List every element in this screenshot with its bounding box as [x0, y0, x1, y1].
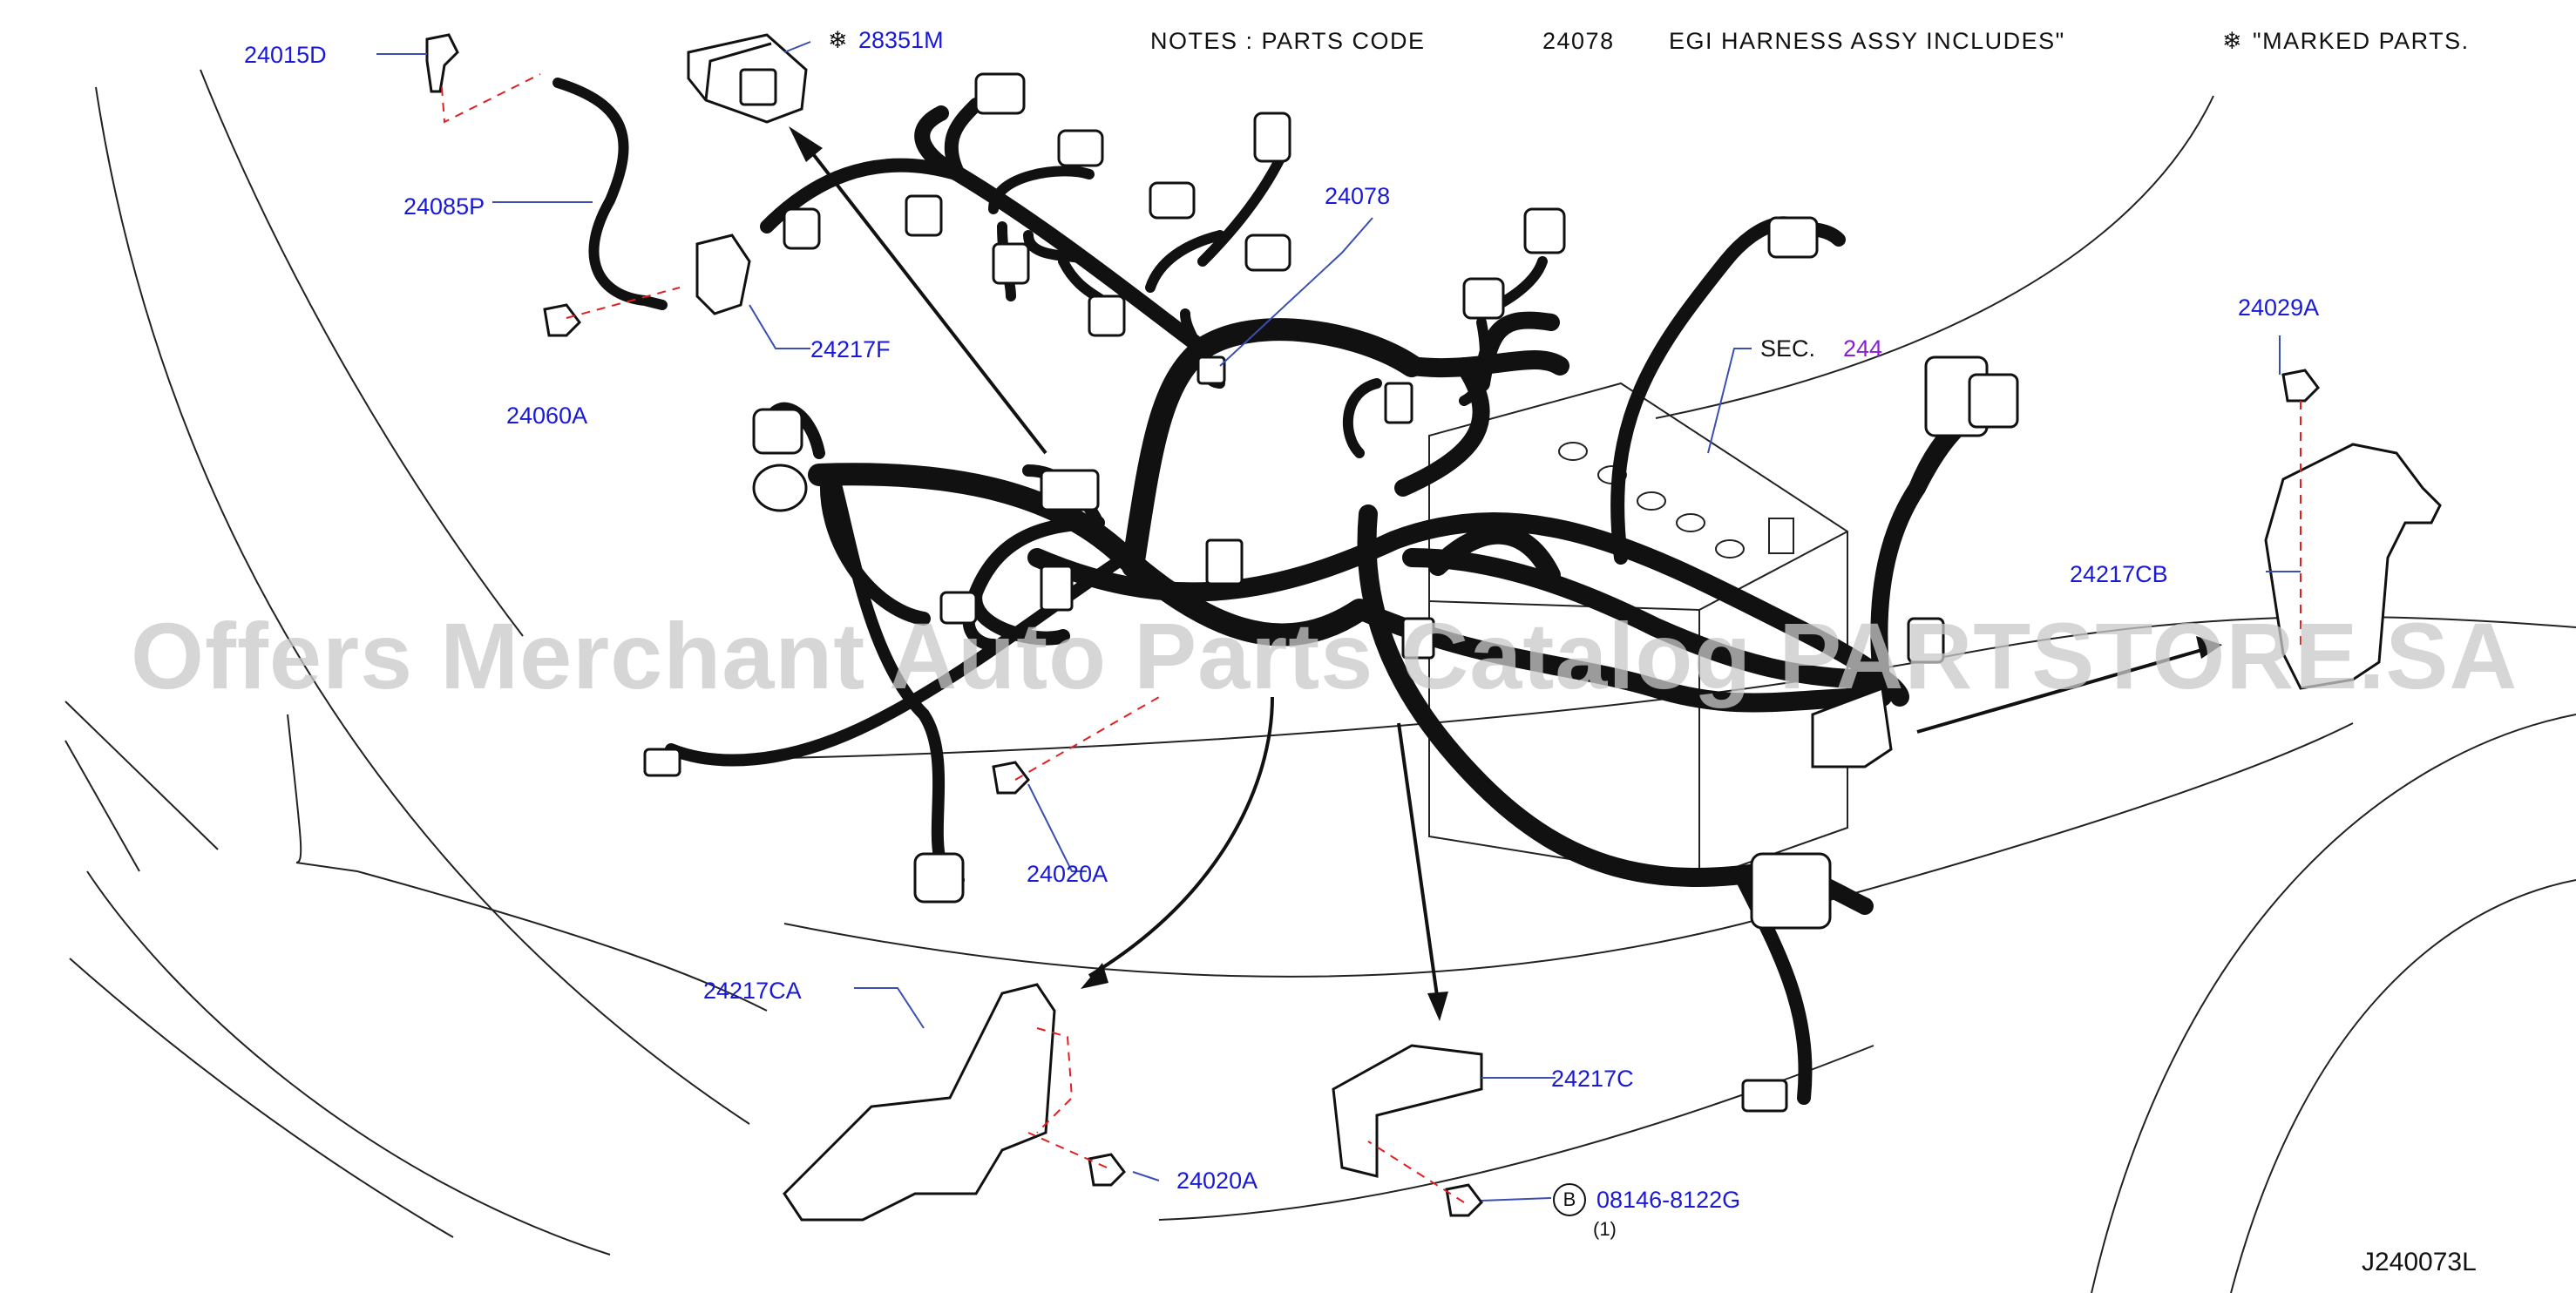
notes-text: EGI HARNESS ASSY INCLUDES" [1669, 28, 2065, 54]
label-24085P[interactable]: 24085P [403, 193, 485, 220]
notes-marker-icon: ❄ [2222, 28, 2244, 54]
cowl-line [783, 722, 2354, 978]
notes-prefix: NOTES : PARTS CODE [1150, 28, 1426, 54]
watermark: Offers Merchant Auto Parts Catalog PARTS… [131, 603, 2518, 708]
bracket-24217CA [783, 983, 1056, 1222]
arrowheads [789, 126, 2222, 1021]
firewall-line [1158, 1045, 1874, 1221]
hood-edge [95, 86, 750, 1125]
label-24029A[interactable]: 24029A [2238, 294, 2320, 321]
label-24015D[interactable]: 24015D [244, 42, 327, 68]
bracket-24217C [1332, 1044, 1483, 1178]
leader-lines [376, 41, 2301, 1202]
notes-header: NOTES : PARTS CODE [1150, 28, 1426, 55]
arrows [800, 138, 2206, 1003]
bolts [425, 33, 2320, 1217]
b-circle-icon: B [1553, 1183, 1586, 1216]
connector-28351M [687, 33, 808, 124]
fender-outline [200, 69, 524, 637]
front-panel-top [64, 701, 219, 850]
label-quantity: (1) [1593, 1218, 1617, 1240]
grille-left [287, 714, 358, 872]
notes-code[interactable]: 24078 [1542, 28, 1615, 54]
connectors [643, 72, 2019, 1113]
bracket-battery [1811, 686, 1893, 768]
label-24078[interactable]: 24078 [1325, 183, 1391, 209]
grille-line [356, 870, 768, 1012]
label-08146-8122G[interactable]: 08146-8122G [1596, 1187, 1741, 1213]
front-lower [69, 958, 454, 1238]
label-24020A-2[interactable]: 24020A [1176, 1168, 1258, 1194]
notes-suffix: "MARKED PARTS. [2253, 28, 2470, 54]
wheel-arch-inner [2230, 879, 2576, 1293]
label-24217F[interactable]: 24217F [810, 336, 891, 362]
brackets [695, 234, 2442, 1222]
label-24217CB[interactable]: 24217CB [2070, 561, 2168, 587]
wheel-arch [2091, 714, 2576, 1293]
label-24217C[interactable]: 24217C [1551, 1066, 1634, 1092]
front-panel-bottom [64, 740, 140, 872]
marker-icon: ❄ [828, 27, 848, 53]
strut-tower [1655, 95, 2214, 419]
label-sec: SEC. [1760, 335, 1816, 362]
bracket-24217F [695, 234, 751, 315]
bracket-24217CB [2264, 443, 2442, 690]
label-24060A[interactable]: 24060A [506, 403, 588, 429]
label-sec-244[interactable]: 244 [1843, 335, 1883, 362]
label-24217CA[interactable]: 24217CA [703, 978, 802, 1004]
label-28351M[interactable]: 28351M [858, 27, 944, 53]
label-24020A-1[interactable]: 24020A [1027, 861, 1108, 887]
ground-cable-24085P [552, 78, 668, 310]
drawing-id: J240073L [2362, 1248, 2477, 1276]
front-bumper [86, 870, 611, 1256]
dashed-alignment [441, 73, 2301, 1203]
